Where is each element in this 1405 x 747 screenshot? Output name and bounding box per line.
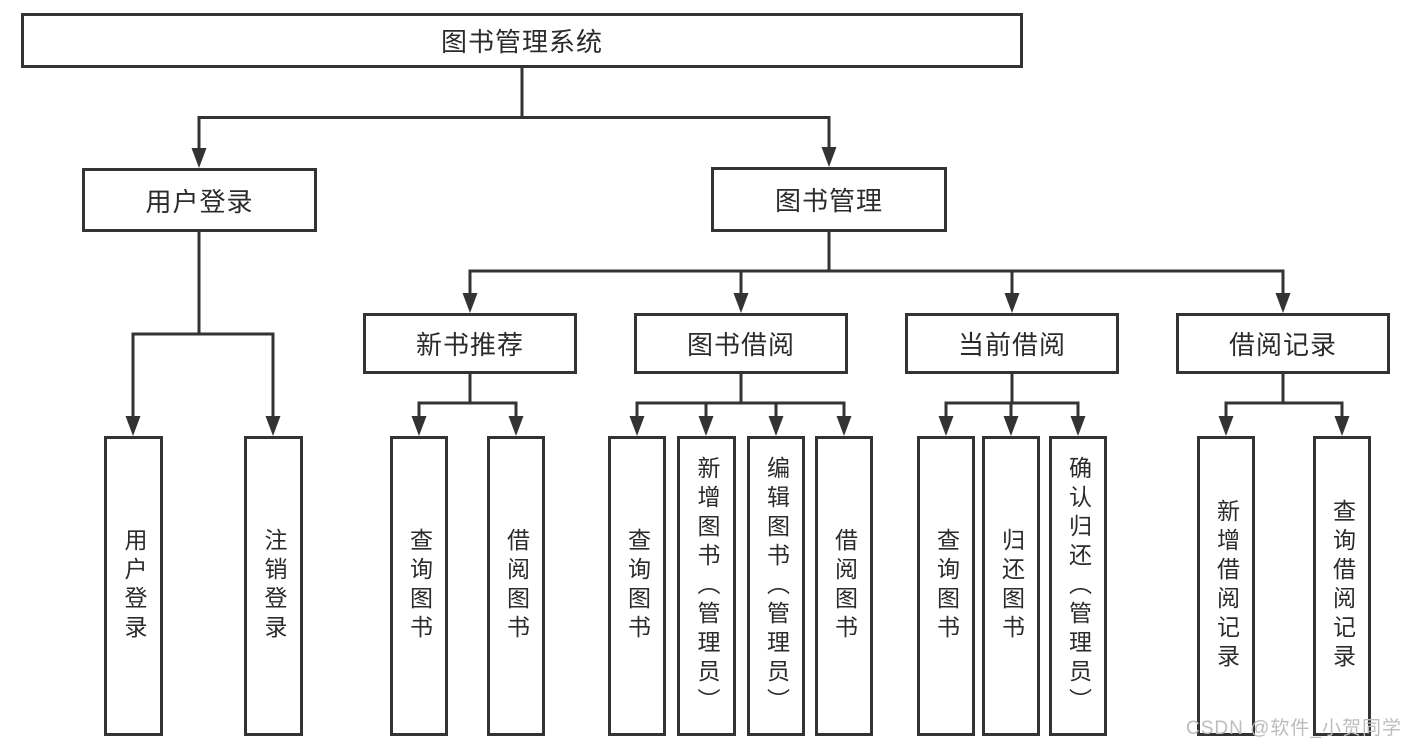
arrowheads-book-borrow-to-leaves (629, 416, 852, 436)
arrowheads-borrow-records-to-leaves (1218, 416, 1350, 436)
edge-current-borrow-to-leaves (944, 372, 1080, 420)
leaf-edit-book-admin: 编辑图书（管理员） (747, 436, 805, 736)
node-current-borrow: 当前借阅 (905, 313, 1119, 374)
edge-new-book-recommend-to-leaves (417, 372, 518, 420)
node-book-management-system: 图书管理系统 (21, 13, 1023, 68)
leaf-query-borrow-record: 查询借阅记录 (1313, 436, 1371, 736)
node-label: 图书管理系统 (440, 27, 603, 57)
node-label: 当前借阅 (957, 330, 1066, 360)
node-label: 编辑图书（管理员） (763, 455, 790, 717)
node-label: 用户登录 (145, 186, 254, 217)
edge-user-login-to-leaves (131, 230, 275, 420)
node-label: 归还图书 (998, 528, 1025, 644)
leaf-query-books-borrow: 查询图书 (608, 436, 666, 736)
leaf-add-book-admin: 新增图书（管理员） (677, 436, 736, 736)
leaf-query-books-current: 查询图书 (917, 436, 975, 736)
node-label: 新增借阅记录 (1213, 499, 1240, 673)
node-book-management: 图书管理 (711, 167, 947, 232)
arrowheads-new-book-recommend-to-leaves (411, 416, 524, 436)
leaf-logout: 注销登录 (244, 436, 303, 736)
leaf-query-books-recommend: 查询图书 (390, 436, 448, 736)
leaf-borrow-books: 借阅图书 (815, 436, 873, 736)
arrowheads-current-borrow-to-leaves (938, 416, 1086, 436)
arrowheads-user-login-to-leaves (125, 416, 281, 436)
leaf-add-borrow-record: 新增借阅记录 (1197, 436, 1255, 736)
node-label: 注销登录 (261, 528, 287, 644)
edge-book-management-to-modules (468, 230, 1285, 297)
arrowheads-book-management-to-modules (462, 293, 1291, 313)
node-label: 确认归还（管理员） (1065, 455, 1092, 717)
node-book-borrow: 图书借阅 (634, 313, 848, 374)
node-label: 图书借阅 (686, 330, 795, 360)
node-label: 借阅记录 (1228, 330, 1337, 360)
node-label: 用户登录 (121, 528, 147, 644)
node-new-book-recommend: 新书推荐 (363, 313, 577, 374)
node-label: 借阅图书 (831, 528, 858, 644)
leaf-user-login: 用户登录 (104, 436, 163, 736)
leaf-return-book: 归还图书 (982, 436, 1040, 736)
node-label: 查询图书 (624, 528, 651, 644)
node-label: 查询图书 (933, 528, 960, 644)
node-label: 查询图书 (406, 528, 433, 644)
csdn-watermark: CSDN @软件_小贺同学 (1186, 718, 1402, 739)
node-label: 借阅图书 (503, 528, 530, 644)
arrowheads-root-to-level2 (191, 147, 837, 168)
leaf-confirm-return-admin: 确认归还（管理员） (1049, 436, 1107, 736)
edge-borrow-records-to-leaves (1224, 372, 1344, 420)
edge-root-to-level2 (197, 66, 831, 152)
node-label: 新增图书（管理员） (694, 455, 720, 717)
node-borrow-records: 借阅记录 (1176, 313, 1390, 374)
node-label: 查询借阅记录 (1329, 499, 1356, 673)
node-label: 图书管理 (774, 186, 883, 216)
node-label: 新书推荐 (415, 330, 524, 360)
node-user-login: 用户登录 (82, 168, 317, 232)
edge-book-borrow-to-leaves (635, 372, 846, 420)
leaf-borrow-books-recommend: 借阅图书 (487, 436, 545, 736)
